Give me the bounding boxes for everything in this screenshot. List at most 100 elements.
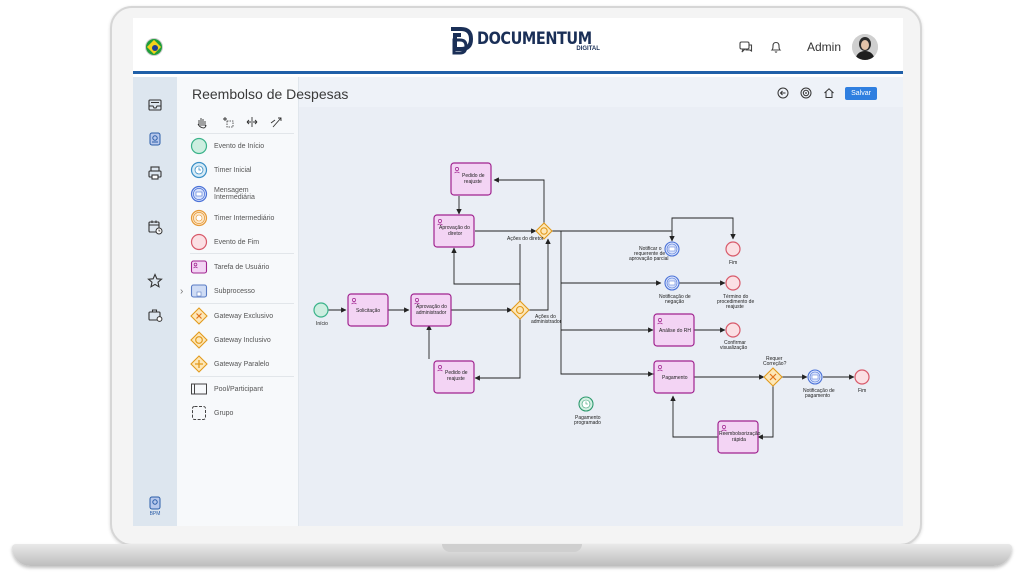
briefcase-settings-icon[interactable] <box>147 307 163 323</box>
page-title: Reembolso de Despesas <box>192 86 349 102</box>
flow-11[interactable] <box>451 247 520 285</box>
palette-gateway-exclusive[interactable]: Gateway Exclusivo <box>190 306 273 326</box>
palette-timer-intermediate[interactable]: Timer Intermediário <box>190 208 274 228</box>
palette-label: Mensagem Intermediária <box>214 187 255 201</box>
workflow-icon[interactable] <box>147 131 163 147</box>
hand-tool-icon[interactable] <box>197 118 207 129</box>
timer-start-icon <box>190 161 208 179</box>
event-label-line: Notificar o <box>639 246 662 252</box>
gateway-label-line: Correção? <box>763 361 787 367</box>
task-pagamento[interactable]: Pagamento <box>653 360 695 394</box>
flow-24[interactable] <box>670 395 718 438</box>
message-notificacao-pagamento[interactable] <box>807 369 823 385</box>
avatar[interactable] <box>852 34 878 60</box>
end-event-label: Fim <box>858 388 866 394</box>
message-intermediate-icon <box>190 185 208 203</box>
end-event-right[interactable] <box>854 369 870 385</box>
connect-tool-icon[interactable] <box>270 117 282 128</box>
task-label: Pagamento <box>662 375 688 381</box>
task-label-line: Aprovação do <box>439 225 470 231</box>
flow-7[interactable] <box>528 238 551 311</box>
pool-icon <box>191 383 207 395</box>
brazil-flag-icon[interactable] <box>145 38 163 56</box>
bpm-icon[interactable] <box>147 495 163 511</box>
task-label-line: reajuste <box>464 179 482 185</box>
user-name[interactable]: Admin <box>807 40 842 54</box>
palette-label: Pool/Participant <box>214 385 264 393</box>
gateway-exclusive-icon <box>190 307 208 325</box>
task-solicitacao-label: Solicitação <box>356 308 380 314</box>
home-icon[interactable] <box>823 87 835 99</box>
palette-timer-start[interactable]: Timer Inicial <box>190 160 251 180</box>
logo-title: DOCUMENTUM <box>477 29 592 49</box>
palette-message-intermediate[interactable]: Mensagem Intermediária <box>190 184 274 204</box>
palette-label: Gateway Inclusivo <box>214 336 271 344</box>
star-icon[interactable] <box>147 273 163 289</box>
event-label-line: aprovação parcial <box>629 256 668 262</box>
task-label-line: diretor <box>448 231 463 237</box>
end-event-confirmar[interactable] <box>725 322 741 338</box>
palette-divider <box>190 253 294 254</box>
chat-icon[interactable] <box>739 40 753 54</box>
inbox-icon[interactable] <box>147 97 163 113</box>
lasso-tool-icon[interactable] <box>223 117 234 128</box>
task-reembolsorizacao-rapida[interactable]: Reembolsorização rápida <box>717 420 761 454</box>
palette-end-event[interactable]: Evento de Fim <box>190 232 259 252</box>
timer-pagamento-programado[interactable] <box>578 396 594 412</box>
task-label-line: Reembolsorização <box>719 431 761 437</box>
gateway-requer-correcao[interactable] <box>763 367 783 387</box>
task-pedido-reajuste-bottom[interactable]: Pedido de reajuste <box>433 360 475 394</box>
palette-group[interactable]: Grupo <box>190 403 233 423</box>
event-label-line: Notificação de <box>659 294 691 300</box>
palette-pool[interactable]: Pool/Participant <box>190 379 263 399</box>
message-notificacao-negacao[interactable] <box>664 275 680 291</box>
end-event-label-line: Confirmar <box>724 340 746 346</box>
end-event-termino[interactable] <box>725 275 741 291</box>
end-event-top[interactable] <box>725 241 741 257</box>
palette-subprocess[interactable]: Subprocesso <box>190 281 255 301</box>
calendar-clock-icon[interactable] <box>147 219 163 235</box>
task-label-line: administrador <box>416 310 447 316</box>
event-label-line: programado <box>574 420 601 426</box>
logo-subtitle: DIGITAL <box>576 46 600 52</box>
documentum-logo: DOCUMENTUM DIGITAL <box>449 24 612 58</box>
user-task-icon <box>190 260 208 274</box>
task-analise-rh[interactable]: Análise do RH <box>653 313 695 347</box>
gateway-label-line: administrador <box>531 319 562 325</box>
palette-gateway-inclusive[interactable]: Gateway Inclusivo <box>190 330 271 350</box>
gateway-label-line: Ações do <box>535 314 556 320</box>
palette-label: Gateway Exclusivo <box>214 312 274 320</box>
gateway-acoes-administrador[interactable] <box>510 300 530 320</box>
gateway-acoes-diretor[interactable] <box>535 222 553 240</box>
bpm-label: BPM <box>149 511 161 517</box>
task-label: Análise do RH <box>659 328 691 334</box>
top-bar: DOCUMENTUM DIGITAL Admin <box>133 18 903 74</box>
printer-icon[interactable] <box>147 165 163 181</box>
laptop-base <box>12 544 1012 566</box>
task-aprovacao-administrador[interactable]: Aprovação do administrador <box>410 293 452 327</box>
palette-label: Grupo <box>214 409 234 417</box>
bell-icon[interactable] <box>769 40 783 54</box>
flow-5[interactable] <box>474 318 521 381</box>
back-arrow-icon[interactable] <box>777 87 789 99</box>
flow-8[interactable] <box>493 177 545 223</box>
save-button[interactable]: Salvar <box>845 87 877 100</box>
user-photo-icon <box>852 34 878 60</box>
task-aprovacao-diretor[interactable]: Aprovação do diretor <box>433 214 475 248</box>
palette-start-event[interactable]: Evento de Início <box>190 136 264 156</box>
start-event[interactable] <box>313 302 329 318</box>
palette-label: Timer Intermediário <box>214 214 275 222</box>
bpmn-diagram-layer: Início Solicitação Aprovação do administ… <box>299 107 903 526</box>
message-notificar-requerente[interactable] <box>664 241 680 257</box>
space-tool-icon[interactable] <box>246 117 258 127</box>
expand-chevron-icon[interactable]: › <box>180 286 184 297</box>
palette-user-task[interactable]: Tarefa de Usuário <box>190 257 269 277</box>
flow-23[interactable] <box>757 386 774 440</box>
palette-label: Subprocesso <box>214 287 255 295</box>
event-label-line: pagamento <box>805 393 830 399</box>
task-pedido-reajuste-top[interactable]: Pedido de reajuste <box>450 162 492 196</box>
flow-13[interactable] <box>671 217 736 240</box>
palette-gateway-parallel[interactable]: Gateway Paralelo <box>190 354 269 374</box>
task-solicitacao[interactable]: Solicitação <box>347 293 389 327</box>
target-icon[interactable] <box>800 87 812 99</box>
